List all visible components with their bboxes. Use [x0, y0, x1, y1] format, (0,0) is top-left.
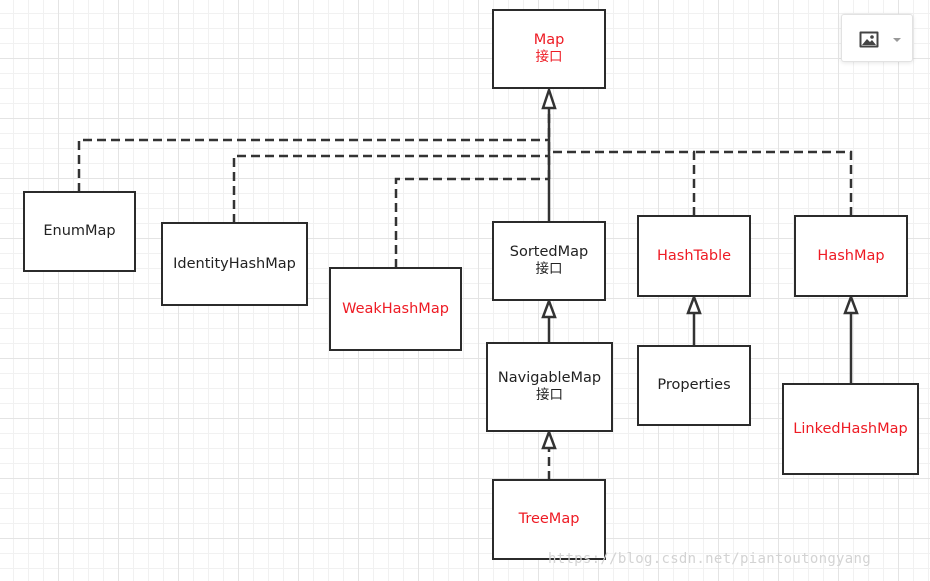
node-treemap[interactable]: TreeMap [492, 479, 606, 560]
node-sortedmap-name: SortedMap [509, 244, 589, 260]
node-identityhashmap[interactable]: IdentityHashMap [161, 222, 308, 306]
node-map-name: Map [533, 32, 565, 48]
node-linkedhashmap[interactable]: LinkedHashMap [782, 383, 919, 475]
image-toolbar-button[interactable] [841, 14, 913, 62]
node-navigablemap-name: NavigableMap [497, 370, 602, 386]
node-weakhashmap[interactable]: WeakHashMap [329, 267, 462, 351]
watermark-text: https://blog.csdn.net/piantoutongyang [548, 551, 871, 567]
node-sortedmap[interactable]: SortedMap 接口 [492, 221, 606, 301]
arrowhead-sortedmap [541, 297, 557, 319]
arrowhead-hashmap [843, 293, 859, 315]
node-map-sub: 接口 [535, 49, 563, 65]
image-icon [859, 31, 879, 48]
node-identityhashmap-name: IdentityHashMap [173, 255, 296, 272]
node-hashmap-name: HashMap [817, 247, 885, 264]
node-properties-name: Properties [657, 377, 731, 393]
arrowhead-hashtable [686, 293, 702, 315]
node-properties[interactable]: Properties [637, 345, 751, 426]
node-linkedhashmap-name: LinkedHashMap [793, 420, 908, 437]
node-navigablemap[interactable]: NavigableMap 接口 [486, 342, 613, 432]
node-hashmap[interactable]: HashMap [794, 215, 908, 297]
arrowhead-map [541, 86, 557, 110]
node-enummap-name: EnumMap [43, 223, 116, 239]
node-hashtable[interactable]: HashTable [637, 215, 751, 297]
node-sortedmap-sub: 接口 [535, 261, 563, 277]
edge-identityhashmap-map [232, 154, 549, 223]
edge-hashtable-map [549, 150, 696, 216]
arrowhead-navigablemap [541, 428, 557, 450]
node-enummap[interactable]: EnumMap [23, 191, 136, 272]
node-navigablemap-sub: 接口 [536, 387, 563, 403]
edge-enummap-map [77, 138, 549, 192]
node-map[interactable]: Map 接口 [492, 9, 606, 89]
node-weakhashmap-name: WeakHashMap [342, 300, 449, 317]
node-hashtable-name: HashTable [656, 247, 732, 264]
edge-hashmap-map [694, 150, 853, 216]
node-treemap-name: TreeMap [518, 511, 580, 527]
caret-down-icon[interactable] [892, 37, 902, 43]
edge-weakhashmap-map [394, 177, 549, 268]
